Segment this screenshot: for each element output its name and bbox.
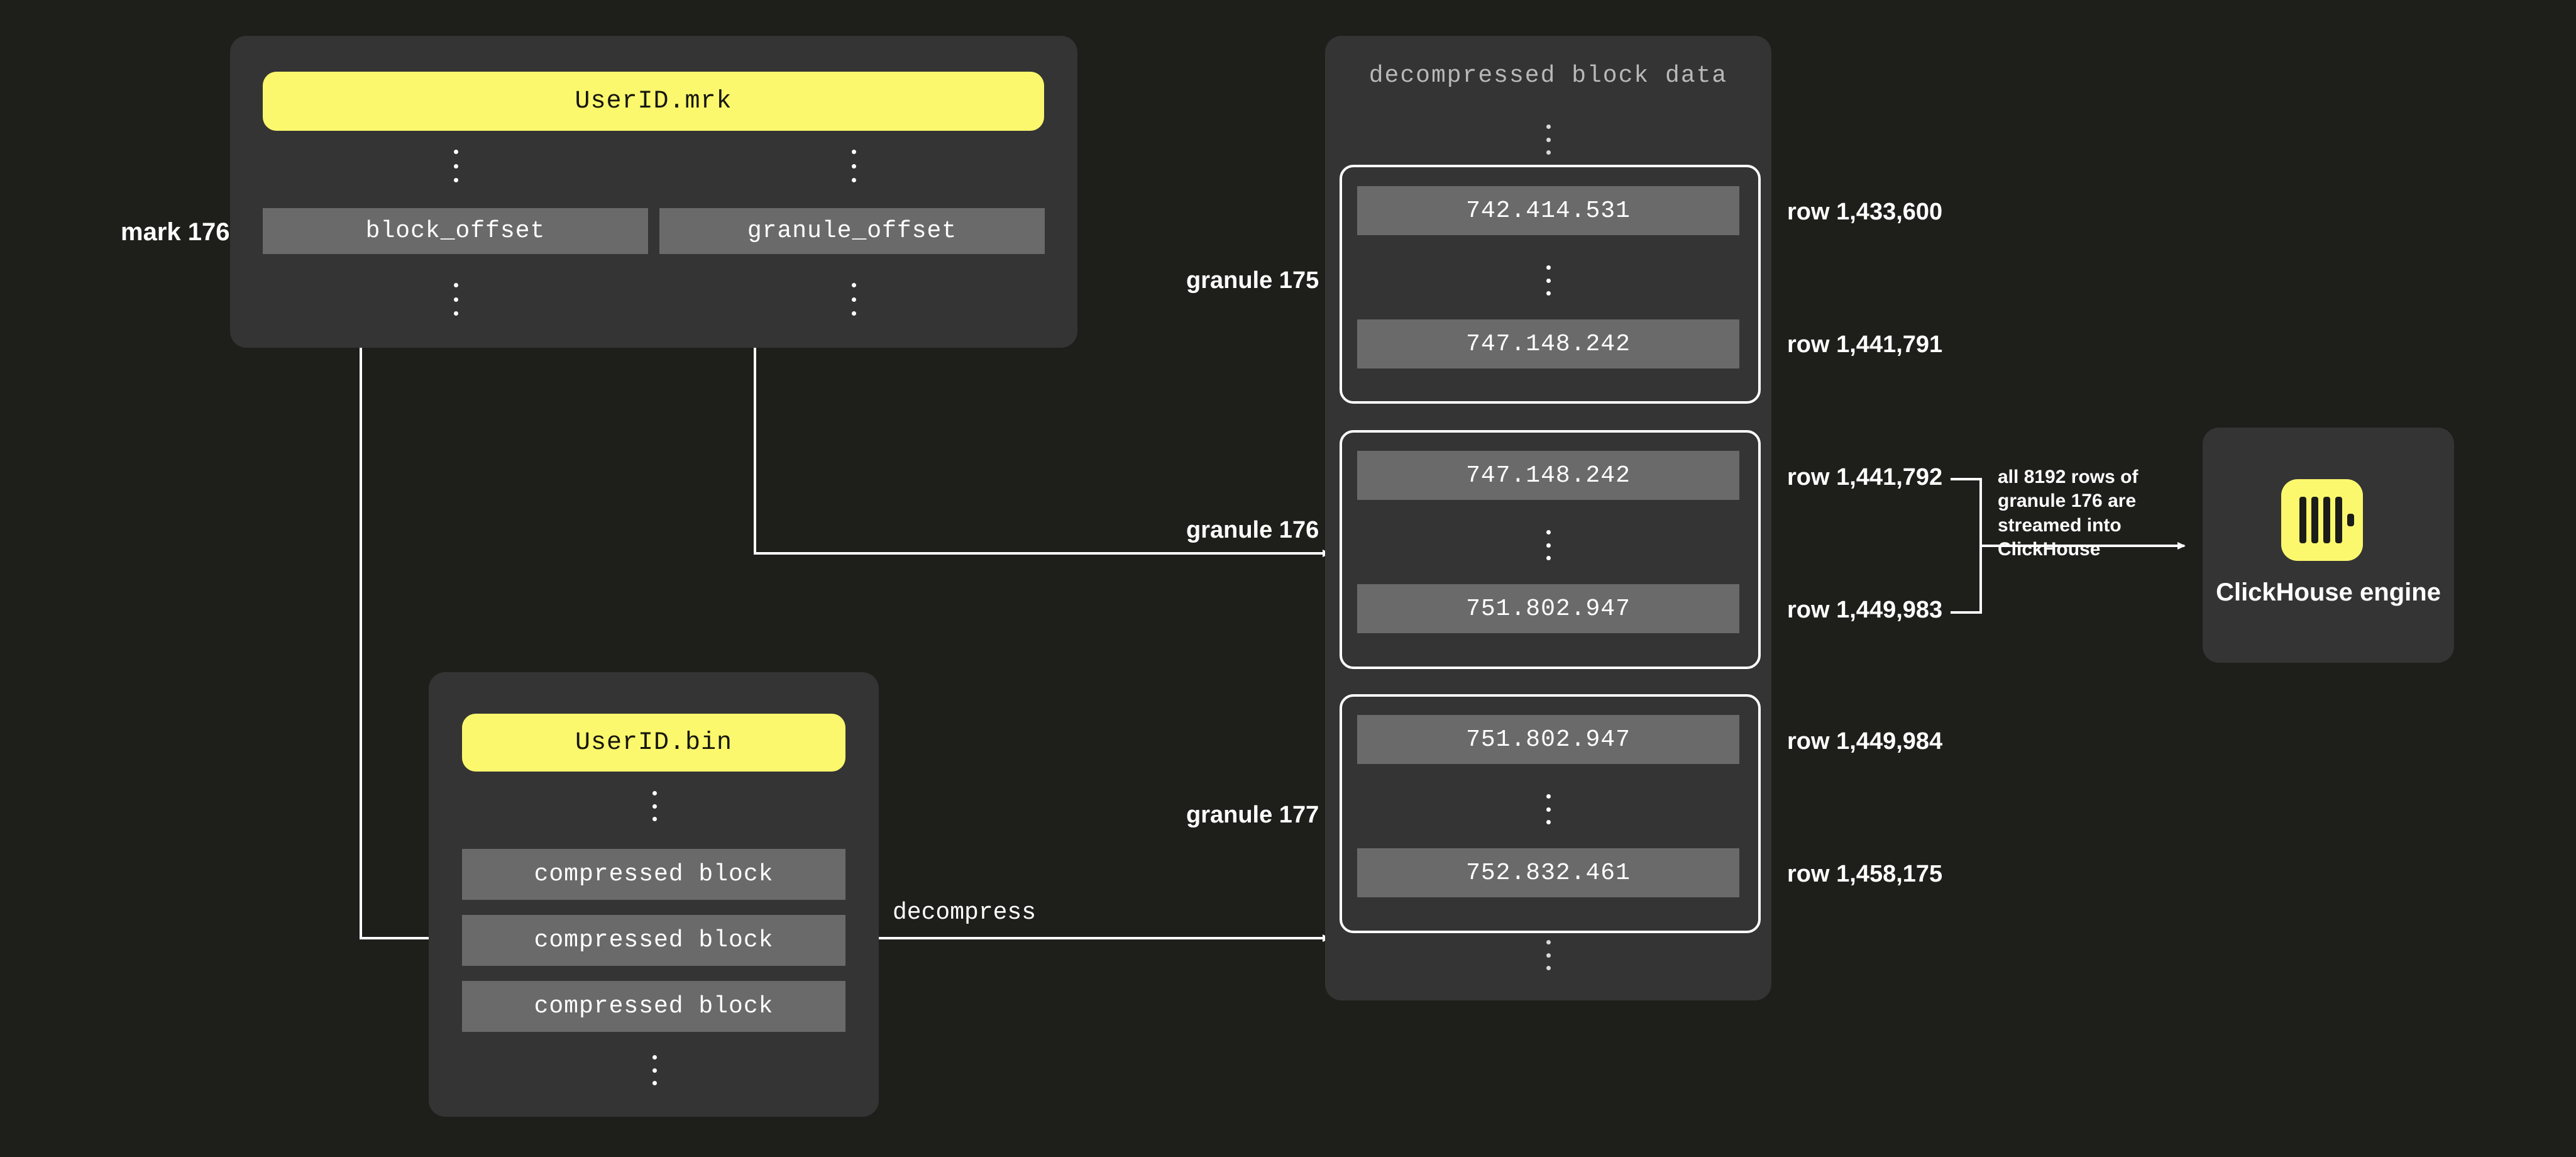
row-label-granule-176-first: row 1,441,792 [1787, 464, 1943, 490]
granule-177-box [1340, 694, 1761, 933]
decompress-label: decompress [893, 899, 1037, 926]
row-label-granule-175-first: row 1,433,600 [1787, 199, 1943, 225]
decompressed-bottom-ellipsis [1546, 940, 1551, 970]
logo-bar-4 [2335, 497, 2342, 543]
granule-176-ellipsis [1546, 530, 1551, 560]
compressed-block-2[interactable]: compressed block [462, 915, 845, 966]
column-granule-offset[interactable]: granule_offset [659, 208, 1045, 254]
granule-175-box [1340, 165, 1761, 404]
mark-file-top-ellipsis-left [453, 150, 458, 182]
clickhouse-engine-caption: ClickHouse engine [2216, 578, 2441, 606]
row-label-granule-175-last: row 1,441,791 [1787, 331, 1943, 358]
bin-file-bottom-ellipsis [652, 1055, 657, 1085]
column-block-offset[interactable]: block_offset [263, 208, 648, 254]
mark-number-label: mark 176 [121, 218, 230, 246]
mark-file-top-ellipsis-right [851, 150, 856, 182]
wire-granule-offset-to-granule-176 [754, 254, 1331, 557]
decompressed-top-ellipsis [1546, 125, 1551, 155]
granule-175-ellipsis [1546, 265, 1551, 296]
mark-file-bottom-ellipsis-left [453, 283, 458, 316]
granule-177-label: granule 177 [1186, 802, 1319, 828]
decompressed-block-title: decompressed block data [1368, 62, 1728, 89]
granule-176-last-value: 751.802.947 [1357, 584, 1739, 633]
bin-file-badge[interactable]: UserID.bin [462, 714, 845, 772]
clickhouse-logo [2281, 479, 2363, 561]
row-label-granule-177-first: row 1,449,984 [1787, 728, 1943, 755]
granule-176-box [1340, 430, 1761, 669]
wire-block-offset-to-compressed-block [360, 254, 456, 942]
granule-175-last-value: 747.148.242 [1357, 319, 1739, 368]
mark-file-bottom-ellipsis-right [851, 283, 856, 316]
compressed-block-3[interactable]: compressed block [462, 981, 845, 1032]
granule-175-label: granule 175 [1186, 267, 1319, 294]
logo-dash [2347, 514, 2354, 526]
mark-file-badge[interactable]: UserID.mrk [263, 72, 1044, 131]
compressed-block-1[interactable]: compressed block [462, 849, 845, 900]
logo-bar-1 [2299, 497, 2306, 543]
granule-176-label: granule 176 [1186, 517, 1319, 543]
stream-note: all 8192 rows of granule 176 are streame… [1998, 467, 2138, 560]
row-label-granule-176-last: row 1,449,983 [1787, 597, 1943, 623]
row-label-granule-177-last: row 1,458,175 [1787, 861, 1943, 887]
logo-bar-3 [2323, 497, 2330, 543]
granule-176-first-value: 747.148.242 [1357, 451, 1739, 500]
granule-177-ellipsis [1546, 794, 1551, 824]
wire-rows-bracket-to-engine [1951, 478, 2186, 614]
granule-175-first-value: 742.414.531 [1357, 186, 1739, 235]
granule-177-last-value: 752.832.461 [1357, 848, 1739, 897]
logo-bar-2 [2311, 497, 2318, 543]
bin-file-top-ellipsis [652, 791, 657, 821]
granule-177-first-value: 751.802.947 [1357, 715, 1739, 764]
